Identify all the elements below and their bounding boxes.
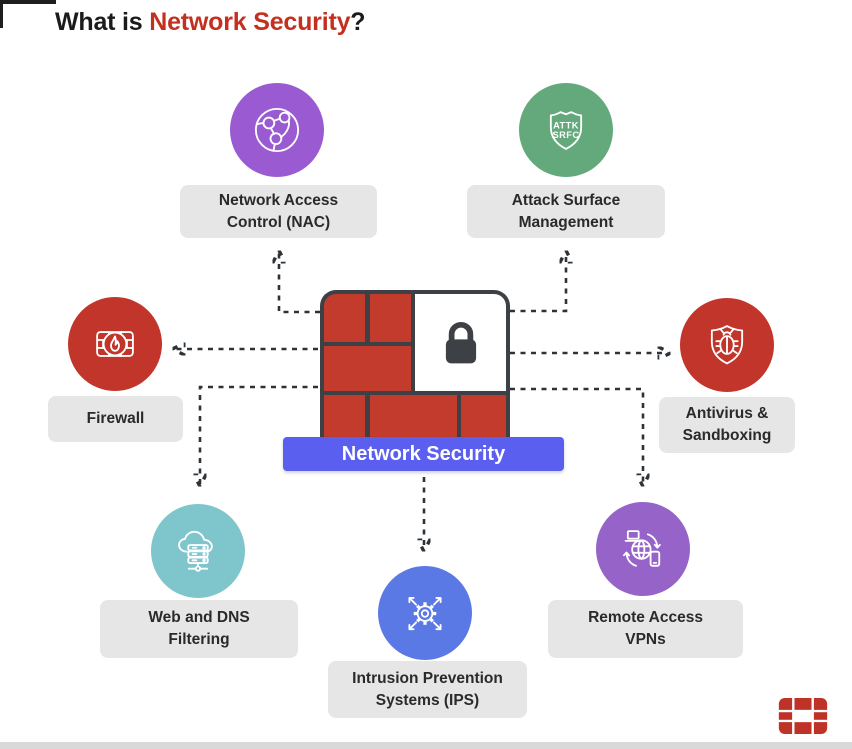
firewall-circle xyxy=(68,297,162,391)
webdns-label-line1: Web and DNS xyxy=(148,609,250,626)
arrow-to-asm xyxy=(510,253,566,313)
brick-wall xyxy=(320,290,510,457)
attack-surface-shield-icon: ATTK SRFC xyxy=(549,111,583,150)
globe-devices-sync-icon xyxy=(623,530,661,567)
brick xyxy=(369,294,412,342)
firewall-label: Firewall xyxy=(48,396,183,442)
brick-wall-inner xyxy=(324,294,506,453)
shield-bug-icon xyxy=(710,325,744,365)
ips-label-line1: Intrusion Prevention xyxy=(352,669,503,687)
arrow-to-nac xyxy=(279,253,320,314)
network-security-banner: Network Security xyxy=(283,437,564,471)
nac-label: Network Access Control (NAC) xyxy=(180,185,377,238)
ips-label-line2: Systems (IPS) xyxy=(375,691,480,709)
screen-edge-artifact-top xyxy=(0,0,56,4)
firewall-label-line1: Firewall xyxy=(86,410,145,427)
vpn-circle xyxy=(596,502,690,596)
vpn-label-line1: Remote Access xyxy=(588,609,703,626)
nac-label-line2: Control (NAC) xyxy=(226,213,331,231)
asm-circle: ATTK SRFC xyxy=(519,83,613,177)
bottom-edge-strip xyxy=(0,742,852,749)
screen-edge-artifact-left xyxy=(0,0,3,28)
page-title: What is Network Security? xyxy=(55,8,366,37)
vpn-label: Remote Access VPNs xyxy=(548,600,743,658)
arrow-to-vpn xyxy=(510,387,643,484)
nac-circle xyxy=(230,83,324,177)
vpn-label-line2: VPNs xyxy=(625,631,666,648)
gear-arrows-icon xyxy=(408,597,442,631)
webdns-label: Web and DNS Filtering xyxy=(100,600,298,658)
asm-label-line1: Attack Surface xyxy=(511,191,621,209)
ips-circle xyxy=(378,566,472,660)
webdns-label-line2: Filtering xyxy=(168,631,230,648)
cloud-server-icon xyxy=(178,530,213,572)
arrow-to-webdns xyxy=(200,385,318,484)
lock-pane xyxy=(415,294,506,391)
antivirus-circle xyxy=(680,298,774,392)
asm-label: Attack Surface Management xyxy=(467,185,665,238)
antivirus-label-line2: Sandboxing xyxy=(682,427,772,444)
antivirus-label: Antivirus & Sandboxing xyxy=(659,397,795,453)
title-suffix: ? xyxy=(350,8,366,36)
nac-label-line1: Network Access xyxy=(218,191,339,209)
fortinet-logo xyxy=(778,698,828,739)
asm-label-line2: Management xyxy=(518,213,614,231)
network-globe-icon xyxy=(254,107,300,153)
title-highlight: Network Security xyxy=(149,8,351,36)
firewall-brick-flame-icon xyxy=(96,331,134,357)
antivirus-label-line1: Antivirus & xyxy=(685,405,769,422)
lock-icon xyxy=(445,322,476,364)
title-prefix: What is xyxy=(55,8,150,36)
brick xyxy=(324,345,412,391)
webdns-circle xyxy=(151,504,245,598)
asm-icon-text1: ATTK xyxy=(553,120,579,130)
asm-icon-text2: SRFC xyxy=(552,130,579,140)
banner-label: Network Security xyxy=(341,442,506,465)
brick xyxy=(324,294,365,342)
ips-label: Intrusion Prevention Systems (IPS) xyxy=(328,661,527,718)
